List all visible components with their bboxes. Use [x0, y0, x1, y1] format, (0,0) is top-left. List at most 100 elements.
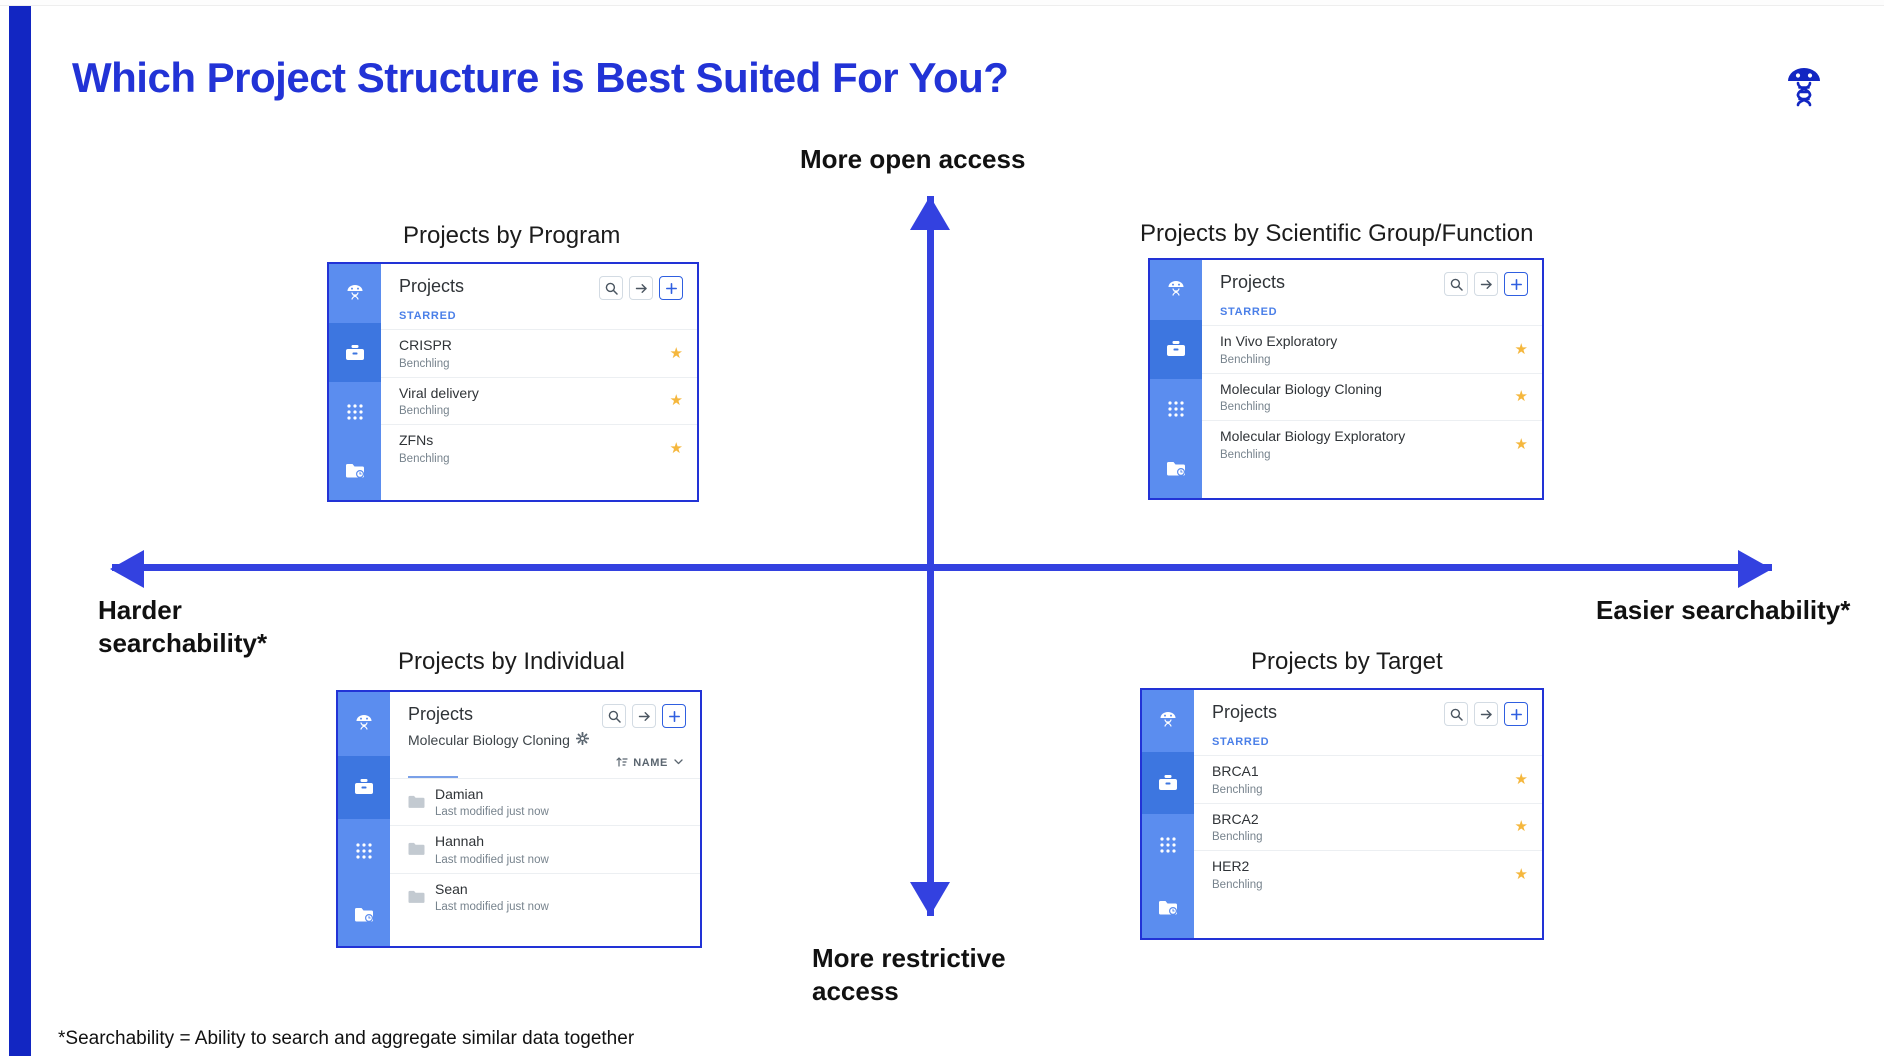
star-icon[interactable]: ★	[1514, 388, 1528, 406]
card-main: Projects STARRED	[381, 264, 697, 500]
star-icon[interactable]: ★	[669, 439, 683, 457]
folder-icon	[408, 795, 425, 809]
sidebar-item-recent[interactable]	[1150, 439, 1202, 499]
card-title-by-scientific-group: Projects by Scientific Group/Function	[1140, 220, 1534, 247]
forward-button[interactable]	[1474, 272, 1498, 296]
card-header-left: Projects	[1220, 272, 1285, 294]
forward-button[interactable]	[1474, 702, 1498, 726]
list-item[interactable]: CRISPR Benchling ★	[381, 329, 697, 377]
search-icon	[605, 282, 618, 295]
plus-icon	[1510, 708, 1522, 720]
star-icon[interactable]: ★	[1514, 865, 1528, 883]
add-project-button[interactable]	[1504, 272, 1528, 296]
card-main: Projects Molecular Biology Cloning	[390, 692, 700, 946]
add-project-button[interactable]	[1504, 702, 1528, 726]
list-item-title: BRCA2	[1212, 810, 1259, 827]
card-header-left: Projects Molecular Biology Cloning	[408, 704, 589, 748]
card-sidebar	[1150, 260, 1202, 498]
sidebar-item-home[interactable]	[1150, 260, 1202, 320]
sidebar-item-apps[interactable]	[338, 819, 390, 883]
list-item-title: CRISPR	[399, 337, 452, 353]
list-item[interactable]: ZFNs Benchling ★	[381, 424, 697, 472]
search-icon	[1450, 278, 1463, 291]
star-icon[interactable]: ★	[669, 392, 683, 410]
list-item-body: Viral delivery Benchling	[399, 385, 660, 418]
forward-button[interactable]	[632, 704, 656, 728]
sidebar-item-apps[interactable]	[1142, 814, 1194, 876]
list-item-subtitle: Benchling	[1220, 353, 1271, 366]
search-button[interactable]	[599, 276, 623, 300]
axis-label-right: Easier searchability*	[1596, 595, 1851, 625]
list-item-title: Sean	[435, 880, 468, 897]
card-by-program[interactable]: Projects STARRED	[327, 262, 699, 502]
sidebar-item-home[interactable]	[1142, 690, 1194, 752]
add-project-button[interactable]	[659, 276, 683, 300]
list-item-body: BRCA1 Benchling	[1212, 763, 1505, 796]
axis-label-left: Harder searchability*	[98, 595, 268, 659]
list-item[interactable]: HER2 Benchling ★	[1194, 850, 1542, 898]
sidebar-item-home[interactable]	[338, 692, 390, 756]
left-accent-bar	[9, 6, 31, 1056]
sidebar-item-home[interactable]	[329, 264, 381, 323]
list-item[interactable]: In Vivo Exploratory Benchling ★	[1202, 325, 1542, 373]
list-item[interactable]: BRCA1 Benchling ★	[1194, 755, 1542, 803]
card-actions	[1444, 272, 1528, 296]
arrow-right-icon	[1738, 550, 1772, 588]
benchling-logo	[1784, 62, 1824, 108]
section-label-starred: STARRED	[1212, 736, 1270, 748]
card-sidebar	[329, 264, 381, 500]
gear-icon[interactable]	[575, 731, 589, 748]
sidebar-item-projects[interactable]	[338, 755, 390, 819]
sidebar-item-apps[interactable]	[329, 382, 381, 441]
sidebar-item-apps[interactable]	[1150, 379, 1202, 439]
list-item-subtitle: Benchling	[399, 357, 450, 370]
list-item-title: Molecular Biology Cloning	[1220, 380, 1382, 397]
card-header: Projects	[1202, 260, 1542, 300]
sidebar-item-recent[interactable]	[1142, 876, 1194, 938]
axis-label-top: More open access	[800, 144, 1026, 174]
sidebar-item-projects[interactable]	[329, 323, 381, 382]
sidebar-item-projects[interactable]	[1150, 319, 1202, 379]
sidebar-item-projects[interactable]	[1142, 752, 1194, 814]
star-icon[interactable]: ★	[1514, 818, 1528, 836]
star-icon[interactable]: ★	[669, 344, 683, 362]
card-by-target[interactable]: Projects STARRED	[1140, 688, 1544, 940]
star-icon[interactable]: ★	[1514, 770, 1528, 788]
forward-button[interactable]	[629, 276, 653, 300]
list-item[interactable]: Viral delivery Benchling ★	[381, 376, 697, 425]
list-item-title: ZFNs	[399, 432, 434, 448]
card-by-individual[interactable]: Projects Molecular Biology Cloning	[336, 690, 702, 948]
list-item[interactable]: Molecular Biology Exploratory Benchling …	[1202, 420, 1542, 468]
list-item[interactable]: Hannah Last modified just now	[390, 825, 700, 873]
card-header: Projects	[1194, 690, 1542, 730]
list-item[interactable]: BRCA2 Benchling ★	[1194, 802, 1542, 851]
sidebar-item-recent[interactable]	[338, 883, 390, 947]
search-button[interactable]	[602, 704, 626, 728]
list-item[interactable]: Molecular Biology Cloning Benchling ★	[1202, 372, 1542, 421]
list-item-subtitle: Benchling	[1212, 783, 1263, 796]
list-item-body: Sean Last modified just now	[435, 881, 686, 914]
breadcrumb-label: Molecular Biology Cloning	[408, 731, 570, 748]
sidebar-item-recent[interactable]	[329, 441, 381, 500]
list-item-subtitle: Benchling	[1220, 401, 1271, 413]
list-item-body: Damian Last modified just now	[435, 786, 686, 819]
folder-list: Damian Last modified just now Hannah Las…	[390, 777, 700, 921]
star-icon[interactable]: ★	[1514, 340, 1528, 358]
search-button[interactable]	[1444, 702, 1468, 726]
list-item[interactable]: Sean Last modified just now	[390, 872, 700, 921]
list-item[interactable]: Damian Last modified just now	[390, 777, 700, 826]
search-button[interactable]	[1444, 272, 1468, 296]
star-icon[interactable]: ★	[1514, 435, 1528, 453]
axis-label-bottom: More restrictive access	[812, 943, 1006, 1007]
list-item-body: Hannah Last modified just now	[435, 833, 686, 866]
add-project-button[interactable]	[662, 704, 686, 728]
card-by-scientific-group[interactable]: Projects STARRED	[1148, 258, 1544, 500]
breadcrumb[interactable]: Molecular Biology Cloning	[408, 731, 589, 748]
card-header: Projects Molecular Biology Cloning	[390, 692, 700, 752]
list-item-title: HER2	[1212, 858, 1250, 874]
sort-control[interactable]: NAME	[390, 752, 700, 776]
card-title-by-individual: Projects by Individual	[398, 648, 625, 675]
section-label-starred: STARRED	[1220, 306, 1278, 318]
card-main: Projects STARRED	[1202, 260, 1542, 498]
